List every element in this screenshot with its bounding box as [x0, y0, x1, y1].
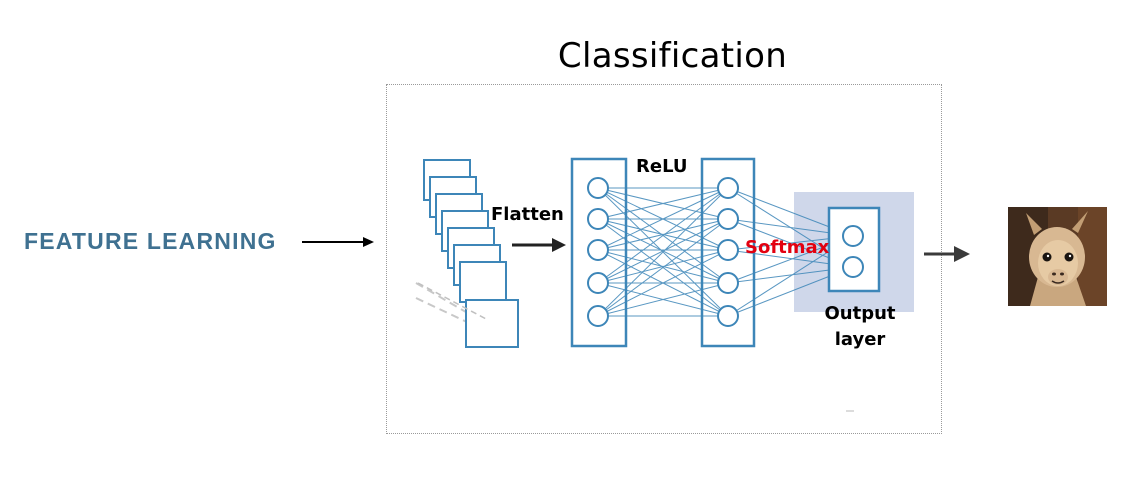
diagram-title: Classification — [557, 36, 788, 76]
flatten-label: Flatten — [491, 204, 564, 225]
output-arrow — [924, 246, 970, 262]
input-arrow — [302, 237, 374, 247]
relu-label: ReLU — [636, 156, 688, 177]
softmax-label: Softmax — [745, 237, 830, 258]
output-layer — [827, 206, 881, 293]
feature-map-stack — [415, 159, 519, 348]
dense-layer-2 — [700, 157, 756, 348]
alpaca-photo — [1008, 207, 1107, 306]
classification-region — [386, 84, 942, 434]
flatten-arrow — [512, 238, 566, 252]
dense-layer-1 — [570, 157, 628, 348]
output-layer-label-line1: Output — [824, 303, 896, 324]
dense-connections — [597, 187, 729, 317]
output-layer-label-line2: layer — [834, 329, 886, 350]
feature-learning-label: FEATURE LEARNING — [24, 228, 277, 254]
